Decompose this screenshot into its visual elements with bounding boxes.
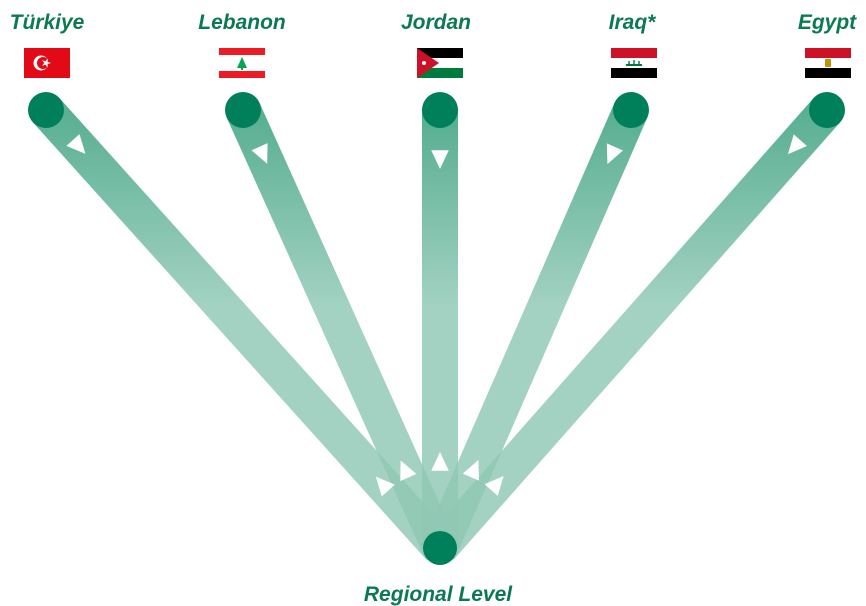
arrow-down-icon bbox=[251, 143, 268, 164]
country-node-iraq bbox=[613, 92, 649, 128]
lebanon-flag-icon bbox=[219, 48, 265, 78]
arrow-up-icon bbox=[431, 452, 449, 471]
flow-band-lebanon bbox=[226, 102, 457, 556]
arrow-down-icon bbox=[606, 143, 623, 165]
iraq-flag-icon bbox=[611, 48, 657, 78]
country-node-egypt bbox=[809, 92, 845, 128]
flow-band-egypt bbox=[426, 98, 841, 560]
country-label-egypt: Egypt bbox=[798, 11, 857, 34]
flow-band-iraq bbox=[423, 102, 648, 556]
hub-label: Regional Level bbox=[364, 583, 513, 606]
regional-level-node bbox=[423, 531, 457, 565]
jordan-flag-icon bbox=[417, 48, 463, 78]
flow-band-turkiye bbox=[32, 97, 454, 561]
turkiye-flag-icon bbox=[24, 48, 70, 78]
country-node-jordan bbox=[422, 92, 458, 128]
arrow-up-icon bbox=[400, 460, 417, 482]
country-nodes bbox=[28, 92, 845, 128]
arrow-up-icon bbox=[375, 476, 395, 497]
egypt-flag-icon bbox=[805, 48, 851, 78]
flow-bands bbox=[32, 97, 841, 561]
arrow-up-icon bbox=[462, 460, 479, 481]
arrow-down-icon bbox=[431, 150, 449, 169]
flow-band-jordan bbox=[422, 110, 458, 548]
country-label-turkiye: Türkiye bbox=[10, 11, 85, 34]
arrow-up-icon bbox=[484, 476, 504, 496]
country-label-lebanon: Lebanon bbox=[198, 11, 286, 34]
arrow-down-icon bbox=[787, 134, 807, 155]
flow-arrows bbox=[66, 134, 807, 497]
country-label-jordan: Jordan bbox=[401, 11, 471, 34]
country-node-turkiye bbox=[28, 92, 64, 128]
country-label-iraq: Iraq* bbox=[609, 11, 657, 34]
arrow-down-icon bbox=[66, 134, 86, 154]
country-node-lebanon bbox=[225, 92, 261, 128]
